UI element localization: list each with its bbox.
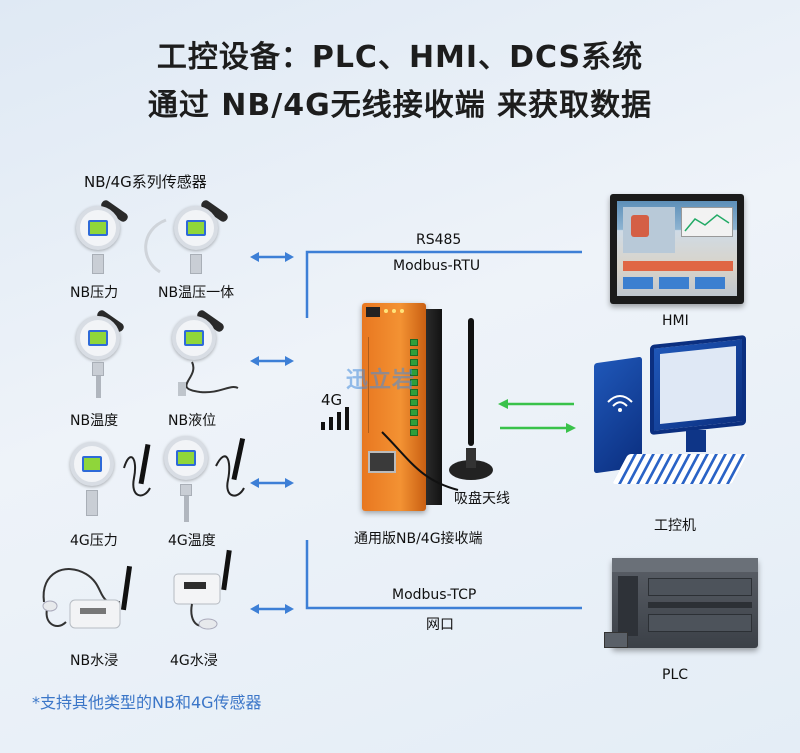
sensor-label-nb-temperature: NB温度 (70, 413, 119, 429)
nb-temperature-sensor-image (72, 308, 132, 398)
sensor-label-4g-water: 4G水浸 (170, 653, 218, 669)
4g-water-sensor-image (162, 548, 252, 640)
antenna-cable (381, 431, 459, 491)
bidirectional-arrow-icon (250, 604, 294, 614)
brand-logo-icon (366, 307, 380, 317)
antenna-label: 吸盘天线 (454, 491, 510, 507)
device-label: 通用版NB/4G接收端 (354, 531, 483, 547)
nb-level-sensor-image (160, 308, 240, 398)
sensor-label-nb-level: NB液位 (168, 413, 217, 429)
sensor-group-title: NB/4G系列传感器 (84, 173, 207, 191)
target-label-hmi: HMI (662, 313, 689, 329)
bidirectional-arrow-icon (250, 356, 294, 366)
sensor-label-4g-pressure: 4G压力 (70, 533, 118, 549)
sensor-label-nb-water: NB水浸 (70, 653, 119, 669)
connection-lines (305, 250, 582, 610)
4g-pressure-sensor-image (64, 438, 154, 520)
industrial-pc-image (590, 334, 760, 504)
data-flow-arrows-icon (498, 399, 576, 433)
signal-label-4g: 4G (321, 391, 343, 409)
nb-pressure-sensor-image (70, 198, 140, 276)
title-line-2: 通过 NB/4G无线接收端 来获取数据 (147, 88, 653, 123)
sensor-label-4g-temperature: 4G温度 (168, 533, 216, 549)
hmi-touchscreen-image (610, 194, 744, 304)
suction-antenna-image (446, 318, 496, 488)
footnote: *支持其他类型的NB和4G传感器 (32, 693, 262, 712)
target-label-plc: PLC (662, 667, 689, 683)
link-label-rs485: RS485 (416, 232, 462, 248)
plc-image (604, 548, 764, 654)
nb-temp-pressure-sensor-image (144, 198, 240, 276)
sensor-label-nb-temp-pressure: NB温压一体 (158, 285, 235, 301)
watermark: 迅立岩 (346, 368, 416, 393)
link-label-modbus-tcp: Modbus-TCP (392, 587, 477, 603)
ethernet-port-icon (368, 451, 396, 473)
sensor-label-nb-pressure: NB压力 (70, 285, 119, 301)
bidirectional-arrow-icon (250, 478, 294, 488)
link-label-network-port: 网口 (426, 617, 454, 633)
link-label-modbus-rtu: Modbus-RTU (393, 258, 481, 274)
target-label-industrial-pc: 工控机 (654, 518, 696, 534)
wifi-icon (607, 395, 633, 412)
4g-temperature-sensor-image (160, 432, 250, 524)
title-line-1: 工控设备：PLC、HMI、DCS系统 (156, 40, 644, 75)
signal-strength-icon (321, 407, 349, 430)
bidirectional-arrow-icon (250, 252, 294, 262)
nb-4g-receiver-device (362, 303, 442, 511)
nb-water-sensor-image (36, 562, 146, 640)
